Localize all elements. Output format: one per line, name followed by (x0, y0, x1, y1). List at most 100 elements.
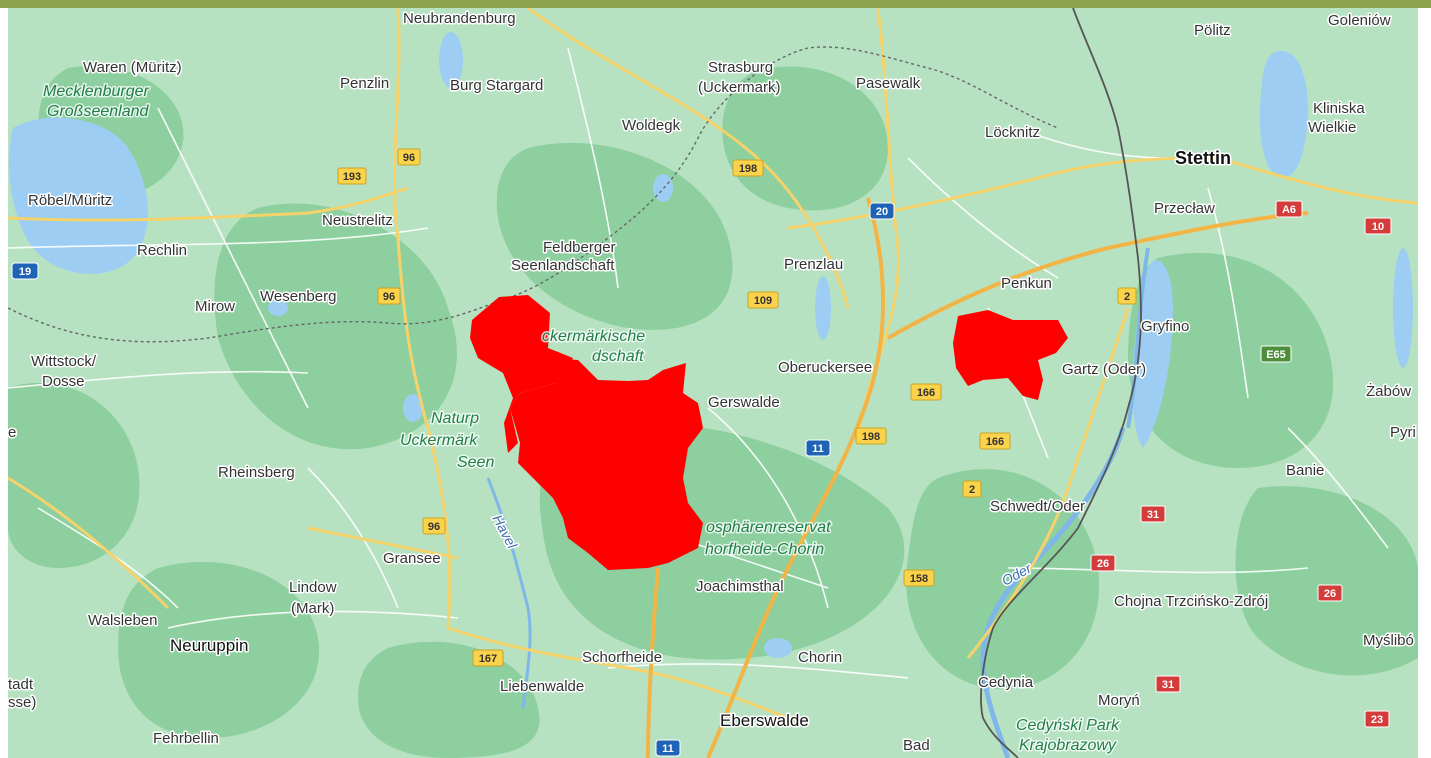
road-shield-96c: 96 (422, 517, 446, 535)
svg-text:A6: A6 (1282, 204, 1296, 216)
park-label-seen: Seen (457, 454, 494, 471)
svg-text:31: 31 (1147, 509, 1159, 521)
park-label-naturpark: Naturp (431, 410, 479, 427)
place-label: Gryfino (1141, 318, 1189, 335)
place-label: Burg Stargard (450, 77, 543, 94)
place-label: Röbel/Müritz (28, 192, 112, 209)
place-label: Wesenberg (260, 288, 336, 305)
road-shield-109: 109 (747, 291, 779, 309)
road-shield-19: 19 (11, 262, 39, 280)
svg-text:23: 23 (1371, 714, 1383, 726)
svg-text:20: 20 (876, 206, 888, 218)
place-label: Kliniska (1313, 100, 1365, 117)
place-label: Przecław (1154, 200, 1215, 217)
place-label: sse) (8, 694, 36, 711)
place-label: e (8, 424, 16, 441)
place-label: Penzlin (340, 75, 389, 92)
road-shield-198b: 198 (855, 427, 887, 445)
svg-text:11: 11 (662, 743, 674, 755)
motorways (646, 197, 1309, 758)
place-label: Chojna Trzcińsko-Zdrój (1114, 593, 1268, 610)
svg-text:2: 2 (1124, 291, 1130, 303)
place-label: Penkun (1001, 275, 1052, 292)
borders (8, 8, 1142, 758)
minor-roads (8, 47, 1389, 679)
park-label-grossseenland: Großseenland (47, 103, 149, 120)
park-label-krajobrazowy: Krajobrazowy (1019, 737, 1117, 754)
place-label: Rheinsberg (218, 464, 295, 481)
svg-text:2: 2 (969, 484, 975, 496)
place-label: Joachimsthal (696, 578, 784, 595)
park-label-uckermaerkische: ckermärkische (542, 328, 645, 345)
place-label-stettin: Stettin (1175, 148, 1231, 168)
place-label: Pasewalk (856, 75, 921, 92)
road-shield-E65: E65 (1260, 345, 1292, 363)
svg-text:96: 96 (403, 152, 415, 164)
highlight-region-central (510, 358, 703, 570)
road-shield-198: 198 (732, 159, 764, 177)
place-label: Löcknitz (985, 124, 1040, 141)
place-label: Walsleben (88, 612, 157, 629)
road-shields: 96 193 198 20 A6 10 19 96 109 2 E65 166 … (11, 148, 1392, 757)
park-label-landschaft: dschaft (592, 348, 644, 365)
road-shield-26b: 26 (1317, 584, 1343, 602)
forest-areas (8, 66, 1418, 758)
place-label: Moryń (1098, 692, 1140, 709)
road-shield-158: 158 (903, 569, 935, 587)
svg-text:193: 193 (343, 171, 361, 183)
road-shield-23: 23 (1364, 710, 1390, 728)
place-label: Liebenwalde (500, 678, 584, 695)
park-label-mecklenburger: Mecklenburger (43, 83, 150, 100)
place-label: Żabów (1366, 382, 1411, 400)
svg-text:198: 198 (739, 163, 757, 175)
svg-text:10: 10 (1372, 221, 1384, 233)
place-label: tadt (8, 676, 34, 693)
place-label: Strasburg (708, 59, 773, 76)
place-label: Rechlin (137, 242, 187, 259)
place-label: Bad (903, 737, 930, 754)
place-label: (Mark) (291, 600, 334, 617)
place-label: Neubrandenburg (403, 10, 516, 27)
svg-text:26: 26 (1097, 558, 1109, 570)
road-shield-167: 167 (472, 649, 504, 667)
place-labels: Neubrandenburg Pölitz Goleniów Waren (Mü… (8, 9, 1417, 756)
place-label: Myślibó (1363, 632, 1414, 649)
road-shield-10: 10 (1364, 217, 1392, 235)
road-shield-96b: 96 (377, 287, 401, 305)
map-canvas[interactable]: 96 193 198 20 A6 10 19 96 109 2 E65 166 … (8, 8, 1418, 758)
place-label: Cedynia (978, 674, 1034, 691)
place-label: (Uckermark) (698, 79, 781, 96)
place-label: Pyri (1390, 424, 1416, 441)
road-shield-96: 96 (397, 148, 421, 166)
place-label: Pölitz (1194, 22, 1231, 39)
place-label: Neustrelitz (322, 212, 393, 229)
svg-text:109: 109 (754, 295, 772, 307)
place-label: Oberuckersee (778, 359, 872, 376)
place-label: Wittstock/ (31, 353, 97, 370)
rivers (486, 247, 1150, 758)
park-label-uckermaerk: Uckermärk (400, 432, 478, 449)
road-shield-A6: A6 (1275, 200, 1303, 218)
road-shield-193: 193 (337, 167, 367, 185)
svg-text:96: 96 (383, 291, 395, 303)
svg-text:E65: E65 (1266, 349, 1286, 361)
svg-text:19: 19 (19, 266, 31, 278)
place-label: Dosse (42, 373, 85, 390)
svg-text:166: 166 (917, 387, 935, 399)
svg-text:158: 158 (910, 573, 928, 585)
park-label-schorfheide-chorin: horfheide-Chorin (705, 541, 824, 558)
place-label: Gerswalde (708, 394, 780, 411)
place-label: Schorfheide (582, 649, 662, 666)
place-label: Mirow (195, 298, 235, 315)
map-frame[interactable]: 96 193 198 20 A6 10 19 96 109 2 E65 166 … (8, 8, 1418, 758)
place-label: Seenlandschaft (511, 257, 615, 274)
place-label: Neuruppin (170, 636, 248, 655)
place-label: Waren (Müritz) (83, 59, 182, 76)
road-shield-11: 11 (805, 439, 831, 457)
svg-text:26: 26 (1324, 588, 1336, 600)
place-label: Banie (1286, 462, 1324, 479)
highlighted-regions[interactable] (470, 295, 1068, 570)
road-shield-31: 31 (1140, 505, 1166, 523)
highlight-region-west (470, 295, 573, 453)
place-label: Woldegk (622, 117, 681, 134)
